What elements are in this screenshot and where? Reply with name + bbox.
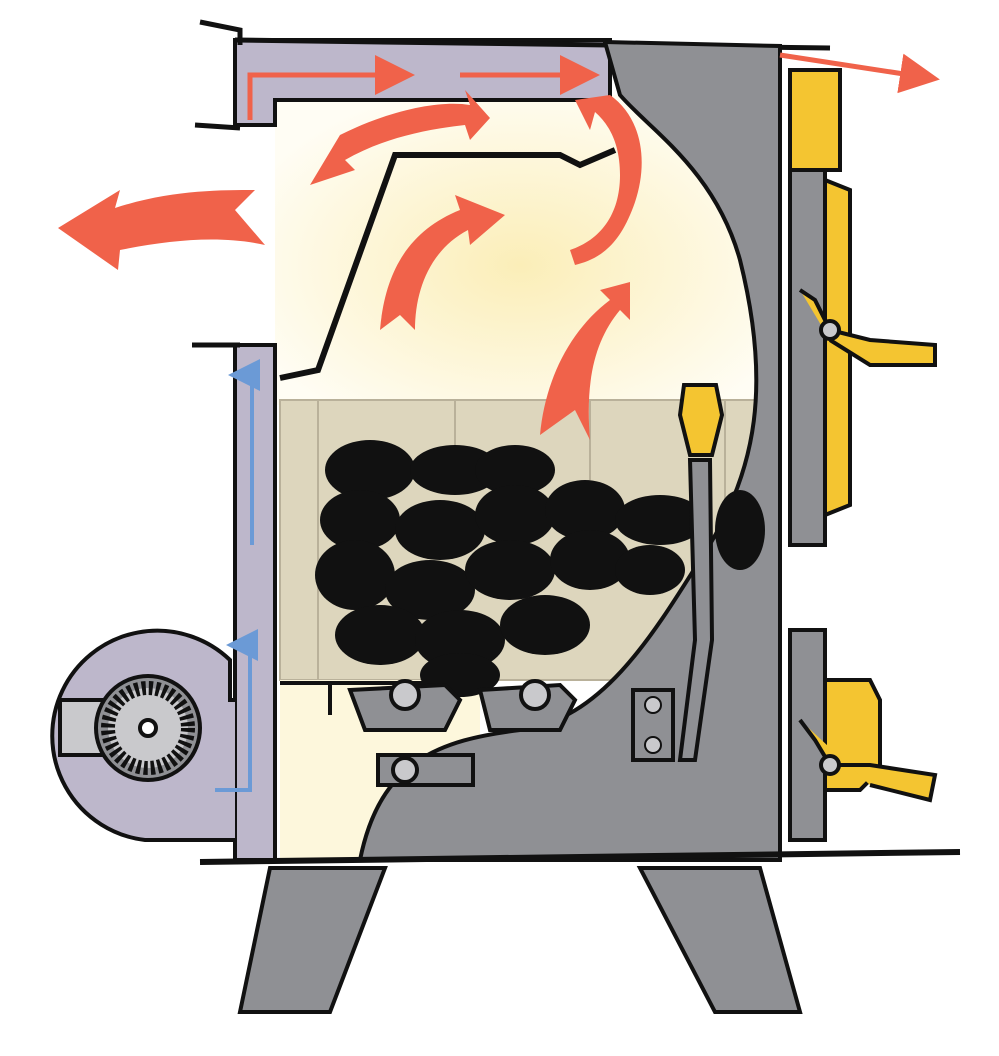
shaker-lever [631,383,725,762]
baffle-plate [279,147,617,381]
warm-air-duct-arrows [247,52,940,120]
rear-air-channel [233,343,277,862]
blower-fan [50,628,235,842]
lower-door [788,628,938,842]
coal-bed [315,440,765,697]
stove-legs [237,866,803,1014]
heat-flow-arrows [58,90,642,440]
upper-door [788,68,937,547]
cool-air-arrows [215,359,260,792]
grates [347,679,578,787]
top-air-duct [233,38,612,127]
